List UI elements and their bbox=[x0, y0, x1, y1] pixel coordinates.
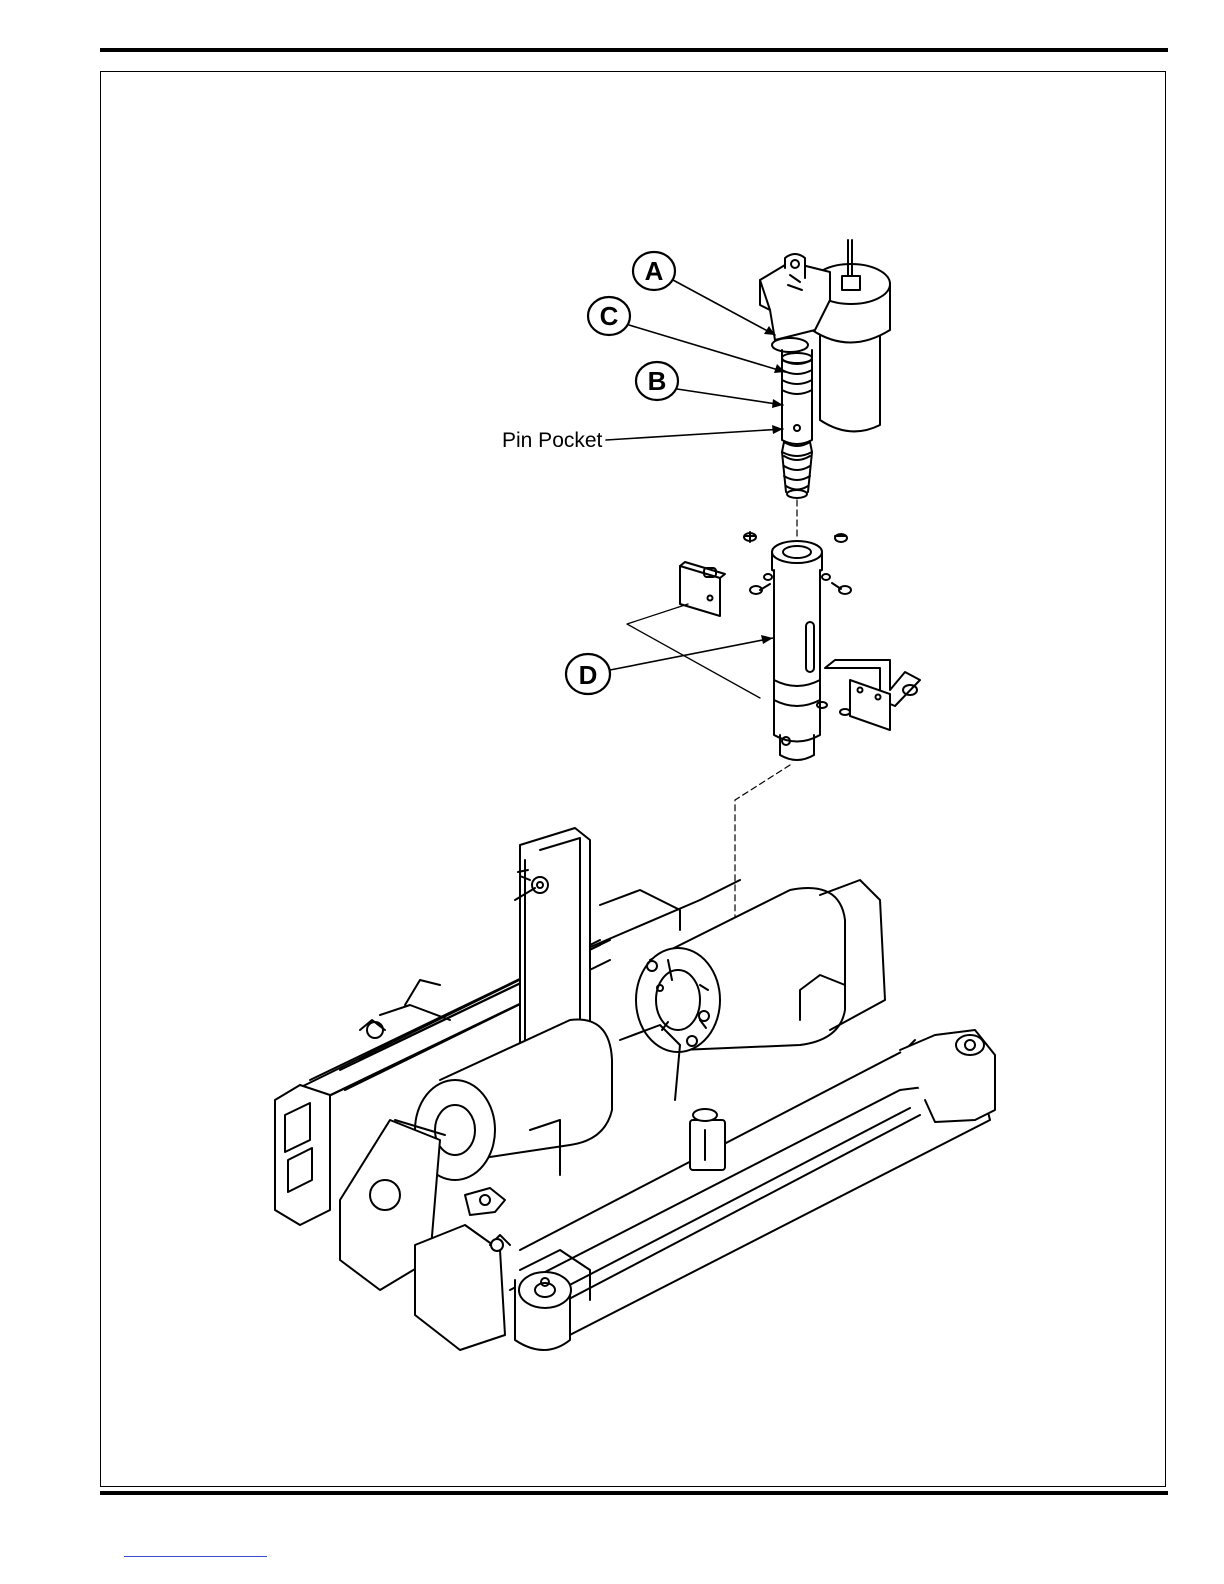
pin-pocket-label: Pin Pocket bbox=[502, 425, 783, 452]
callout-d-letter: D bbox=[579, 660, 598, 690]
callout-b-leader bbox=[677, 389, 783, 405]
pin-pocket-text: Pin Pocket bbox=[502, 429, 603, 452]
pin-pocket-leader bbox=[606, 429, 783, 440]
callout-d: D bbox=[566, 635, 773, 694]
callout-d-leader bbox=[610, 638, 773, 670]
callout-c: C bbox=[588, 297, 785, 373]
callout-b: B bbox=[636, 362, 783, 408]
callout-a: A bbox=[633, 252, 775, 335]
mount-tube-assembly bbox=[627, 532, 920, 760]
callout-c-letter: C bbox=[600, 301, 619, 331]
callout-a-letter: A bbox=[645, 256, 664, 286]
callout-b-letter: B bbox=[648, 366, 667, 396]
base-frame-assembly bbox=[275, 828, 995, 1350]
